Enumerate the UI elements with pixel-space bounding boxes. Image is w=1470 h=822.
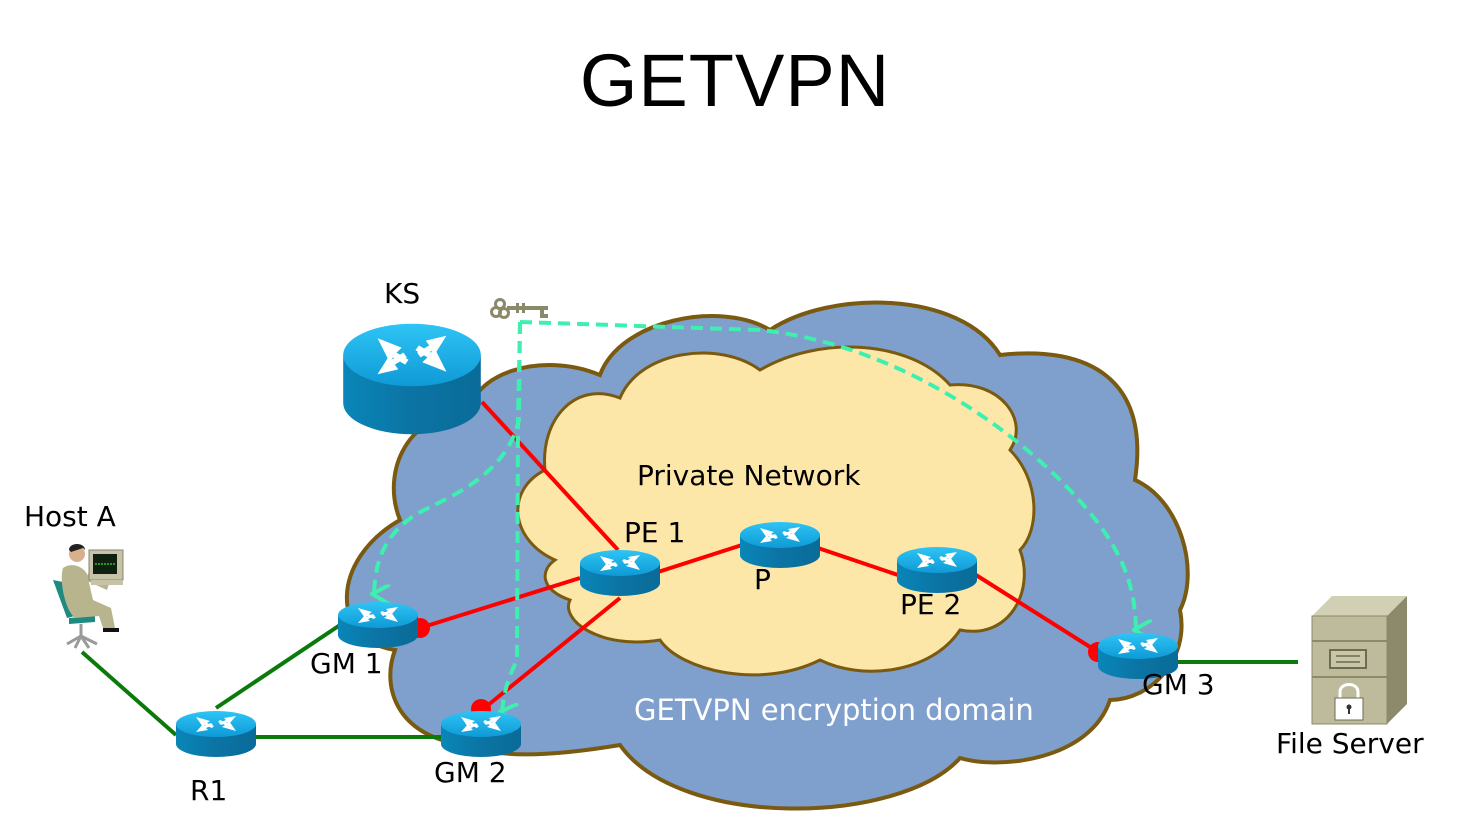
label-pe1: PE 1 bbox=[624, 516, 685, 549]
link-r1-gm1 bbox=[214, 623, 342, 710]
router-pe1[interactable] bbox=[580, 550, 660, 596]
file-server-icon[interactable] bbox=[1311, 596, 1407, 725]
router-pe2[interactable] bbox=[897, 547, 977, 593]
link-hosta-r1 bbox=[80, 650, 178, 737]
private-network-cloud bbox=[516, 345, 1036, 677]
plain-links bbox=[80, 623, 1298, 739]
label-gm1: GM 1 bbox=[310, 647, 383, 680]
label-gm3: GM 3 bbox=[1142, 668, 1215, 701]
link-p-pe2 bbox=[817, 546, 899, 577]
label-encryption-domain: GETVPN encryption domain bbox=[634, 693, 1034, 727]
key-distribution-paths bbox=[374, 320, 1136, 712]
router-p[interactable] bbox=[740, 522, 820, 568]
key-path-gm1 bbox=[374, 321, 522, 594]
encrypted-links bbox=[419, 400, 1100, 712]
router-ks[interactable] bbox=[343, 323, 481, 435]
page-title: GETVPN bbox=[579, 39, 891, 122]
link-pe1-gm1 bbox=[419, 576, 581, 630]
label-pe2: PE 2 bbox=[900, 588, 961, 621]
label-host-a: Host A bbox=[24, 500, 116, 533]
link-pe2-gm3 bbox=[974, 573, 1100, 654]
router-gm2[interactable] bbox=[441, 711, 521, 757]
label-gm2: GM 2 bbox=[434, 756, 507, 789]
host-a-icon[interactable] bbox=[53, 544, 124, 649]
link-pe1-p bbox=[657, 543, 743, 574]
router-r1[interactable] bbox=[176, 711, 256, 757]
key-path-gm3 bbox=[519, 320, 1136, 630]
link-ks-pe1 bbox=[480, 400, 620, 552]
lock-icon bbox=[1334, 683, 1364, 721]
label-r1: R1 bbox=[190, 774, 227, 807]
label-ks: KS bbox=[384, 277, 420, 310]
label-file-server: File Server bbox=[1276, 727, 1424, 760]
key-path-gm2 bbox=[502, 321, 522, 712]
key-icon bbox=[490, 298, 548, 319]
router-gm1[interactable] bbox=[338, 602, 418, 648]
label-private-network: Private Network bbox=[637, 459, 861, 492]
label-p: P bbox=[754, 563, 771, 596]
